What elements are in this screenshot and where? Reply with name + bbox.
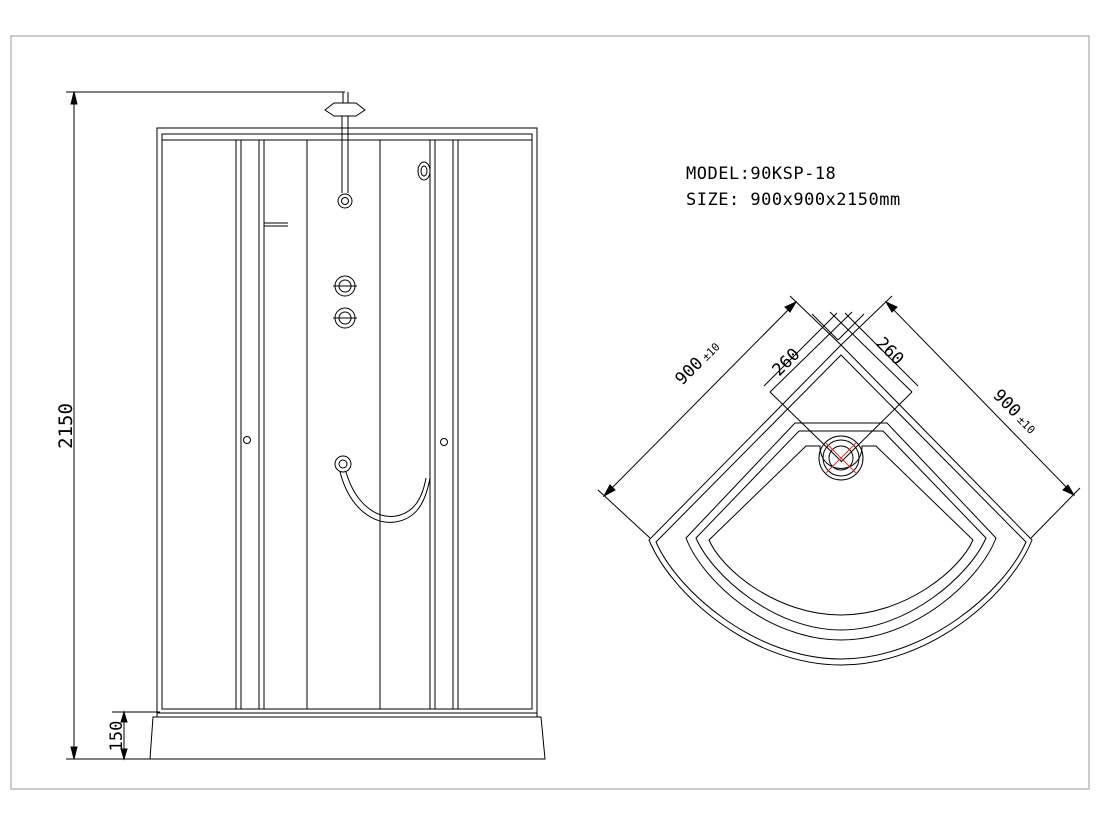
size-label: SIZE: 900x900x2150mm — [686, 190, 901, 210]
right-width-dim-value: 900 — [989, 386, 1025, 422]
drawing-frame — [10, 35, 1090, 790]
right-drain-dim-label: 260 — [872, 334, 908, 370]
left-drain-dim-label: 260 — [769, 345, 805, 381]
tray-dim-label: 150 — [107, 721, 127, 752]
left-width-dim-tol: ±10 — [699, 340, 722, 363]
drain-center-mark — [825, 442, 857, 474]
model-label: MODEL:90KSP-18 — [686, 164, 837, 184]
top-view — [597, 295, 1081, 666]
height-dim-label: 2150 — [55, 403, 77, 449]
left-width-dim-value: 900 — [672, 354, 708, 390]
right-width-dim-tol: ±10 — [1014, 413, 1037, 436]
front-view — [66, 91, 546, 761]
right-width-dim-label: 900 ±10 — [989, 386, 1038, 437]
left-width-dim-label: 900 ±10 — [672, 340, 723, 390]
